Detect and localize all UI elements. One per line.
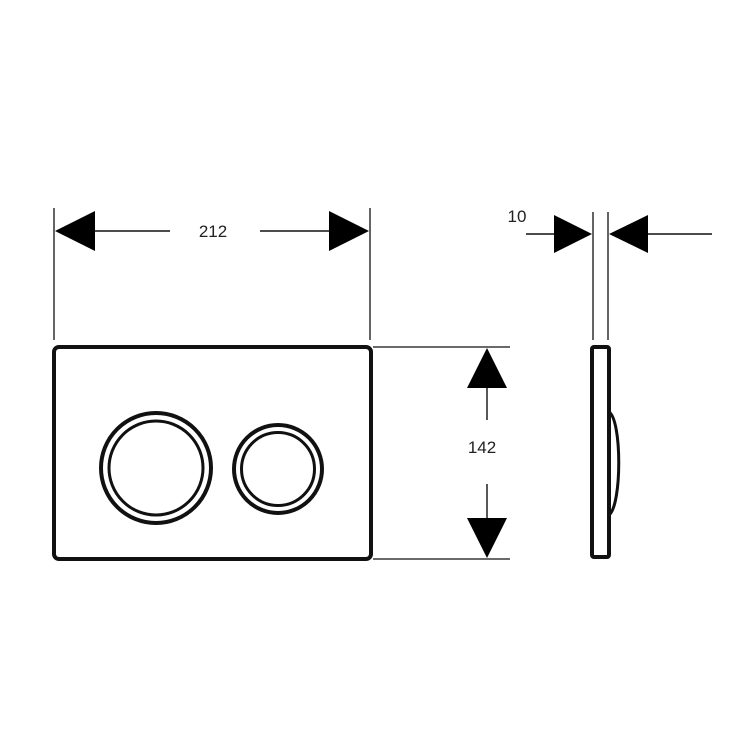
height-dimension-label: 142 (468, 438, 496, 457)
depth-dimension: 10 (508, 207, 712, 340)
side-view (590, 345, 621, 559)
front-view (52, 345, 373, 561)
large-button-outer-ring (99, 411, 213, 525)
small-button-inner-ring (240, 431, 316, 507)
height-dimension: 142 (373, 346, 510, 560)
large-button-inner-ring (107, 419, 205, 517)
width-dimension: 212 (53, 208, 371, 340)
small-button-outer-ring (232, 423, 324, 515)
side-profile-outline (590, 345, 611, 559)
side-button-bulge (607, 410, 621, 517)
plate-outline (52, 345, 373, 561)
width-arrow-right-icon (329, 211, 369, 251)
large-flush-button (99, 411, 213, 525)
depth-arrow-right-icon (554, 215, 592, 253)
small-flush-button (232, 423, 324, 515)
width-dimension-label: 212 (199, 222, 227, 241)
depth-dimension-label: 10 (508, 207, 527, 226)
height-arrow-up-icon (467, 348, 507, 388)
depth-arrow-left-icon (609, 215, 648, 253)
height-arrow-down-icon (467, 518, 507, 558)
width-arrow-left-icon (55, 211, 95, 251)
